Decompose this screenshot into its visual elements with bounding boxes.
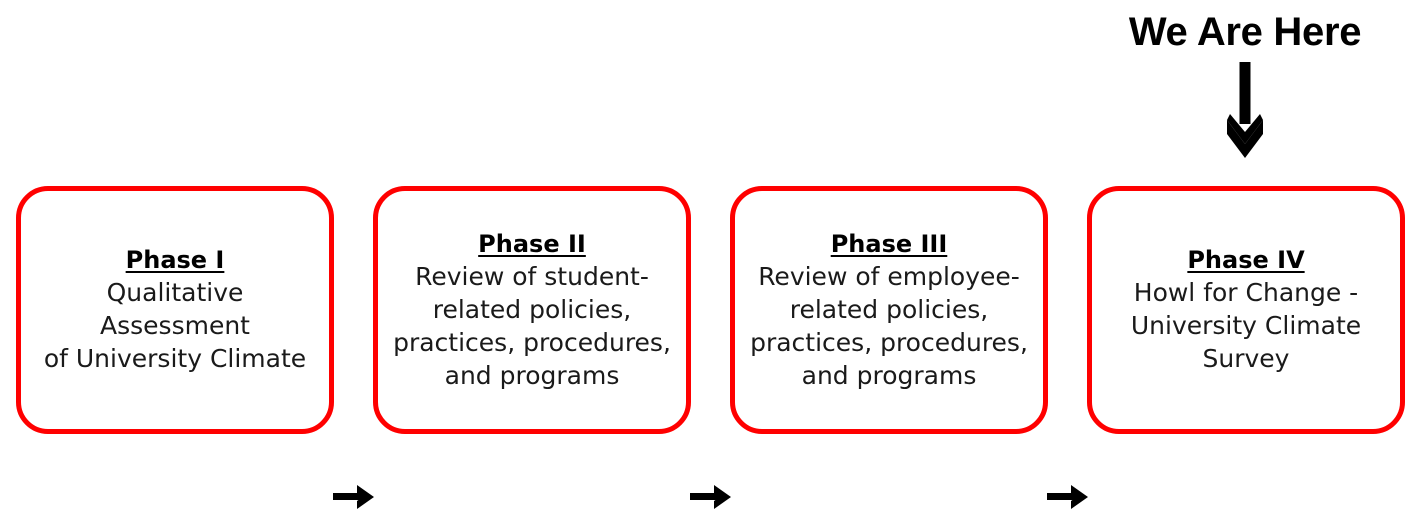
phase-body: Review of student- related policies, pra… [393, 261, 671, 390]
phase-title: Phase IV [1187, 246, 1305, 274]
diagram-canvas: We Are Here Phase I Qualitative Assessme… [0, 8, 1428, 509]
phase-body: Review of employee- related policies, pr… [750, 261, 1028, 390]
phase-box-2[interactable]: Phase II Review of student- related poli… [373, 186, 691, 434]
phase-body: Qualitative Assessment of University Cli… [43, 278, 307, 373]
phase-title: Phase II [478, 229, 586, 258]
phase-title: Phase III [830, 229, 948, 258]
phase-box-4[interactable]: Phase IV Howl for Change - University Cl… [1087, 186, 1405, 434]
phase-flow-row: Phase I Qualitative Assessment of Univer… [0, 186, 1428, 509]
phase-body: Howl for Change - University Climate Sur… [1130, 278, 1362, 373]
phase-title: Phase I [125, 246, 225, 274]
down-arrow-icon [1085, 62, 1405, 158]
right-arrow-icon-3 [1047, 482, 1089, 512]
phase-box-1[interactable]: Phase I Qualitative Assessment of Univer… [16, 186, 334, 434]
we-are-here-label: We Are Here [1128, 10, 1362, 54]
phase-box-3[interactable]: Phase III Review of employee- related po… [730, 186, 1048, 434]
right-arrow-icon-1 [333, 482, 375, 512]
we-are-here-annotation: We Are Here [1085, 8, 1405, 158]
right-arrow-icon-2 [690, 482, 732, 512]
